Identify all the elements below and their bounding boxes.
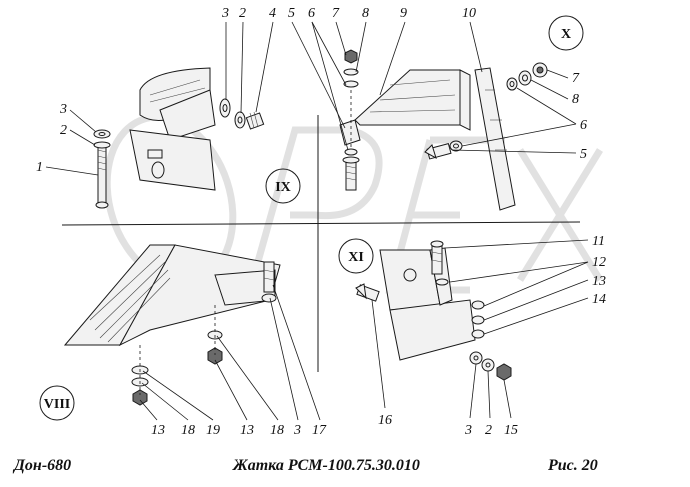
section-xi-assembly bbox=[355, 240, 512, 381]
callout-12: 12 bbox=[592, 255, 606, 270]
callout-8-x: 8 bbox=[572, 92, 579, 107]
callout-7-center: 7 bbox=[332, 6, 340, 21]
callout-13-mid: 13 bbox=[240, 423, 254, 438]
zone-viii-marker: VIII bbox=[39, 385, 75, 421]
callout-14: 14 bbox=[592, 292, 606, 307]
section-center-top bbox=[339, 49, 471, 191]
section-ix-assembly bbox=[93, 67, 265, 209]
callout-1: 1 bbox=[36, 160, 43, 175]
footer-model: Дон-680 bbox=[12, 457, 71, 474]
callout-3-mid: 3 bbox=[293, 423, 301, 438]
callout-4: 4 bbox=[269, 6, 276, 21]
callout-6-center: 6 bbox=[308, 6, 315, 21]
callout-5-center: 5 bbox=[288, 6, 295, 21]
callout-6-x: 6 bbox=[580, 118, 587, 133]
callout-3-xi: 3 bbox=[464, 423, 472, 438]
callout-7-x: 7 bbox=[572, 71, 580, 86]
callout-9: 9 bbox=[400, 6, 407, 21]
section-x-assembly bbox=[424, 62, 548, 211]
svg-text:VIII: VIII bbox=[44, 397, 70, 412]
svg-text:X: X bbox=[561, 27, 571, 42]
callout-labels: 3 2 4 5 6 7 8 9 10 3 2 1 7 8 6 5 11 12 1… bbox=[36, 6, 606, 438]
zone-xi-marker: XI bbox=[338, 238, 374, 274]
svg-text:IX: IX bbox=[275, 180, 291, 195]
callout-13-viii: 13 bbox=[151, 423, 165, 438]
callout-11: 11 bbox=[592, 234, 605, 249]
callout-10: 10 bbox=[462, 6, 476, 21]
callout-3-left: 3 bbox=[59, 102, 67, 117]
callout-13-xi: 13 bbox=[592, 274, 606, 289]
callout-2-xi: 2 bbox=[485, 423, 492, 438]
callout-19: 19 bbox=[206, 423, 220, 438]
zone-x-marker: X bbox=[548, 15, 584, 51]
callout-17: 17 bbox=[312, 423, 327, 438]
leader-lines bbox=[45, 21, 589, 421]
callout-8-center: 8 bbox=[362, 6, 369, 21]
divider-horizontal bbox=[61, 221, 581, 226]
callout-2-left: 2 bbox=[60, 123, 67, 138]
callout-16: 16 bbox=[378, 413, 392, 428]
section-viii-assembly bbox=[63, 244, 281, 406]
callout-15: 15 bbox=[504, 423, 518, 438]
callout-18-mid: 18 bbox=[270, 423, 284, 438]
footer-figure-number: Рис. 20 bbox=[547, 457, 598, 474]
callout-18-viii: 18 bbox=[181, 423, 195, 438]
footer-title: Жатка РСМ-100.75.30.010 bbox=[232, 457, 420, 474]
svg-text:XI: XI bbox=[348, 250, 364, 265]
callout-2-ix: 2 bbox=[239, 6, 246, 21]
callout-5-x: 5 bbox=[580, 147, 587, 162]
callout-3-ix: 3 bbox=[221, 6, 229, 21]
zone-ix-marker: IX bbox=[265, 168, 301, 204]
